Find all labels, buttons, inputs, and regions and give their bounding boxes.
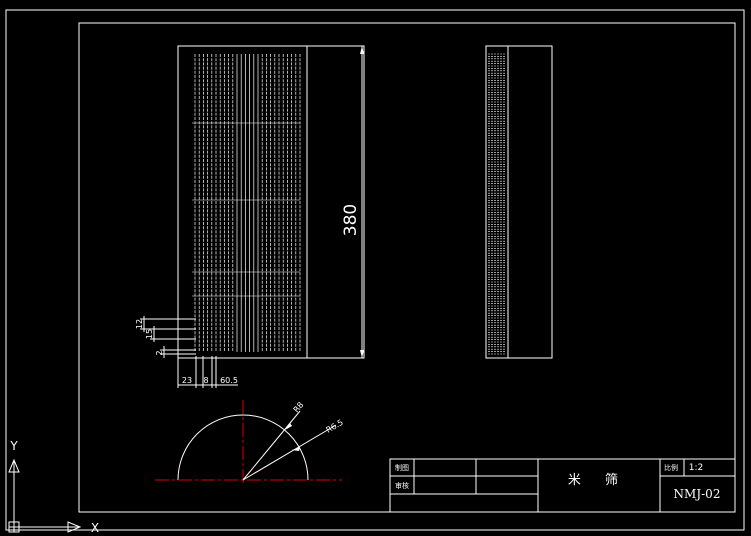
dimension-arrow-bottom: [360, 350, 364, 358]
dim-left-label-3: 2: [155, 350, 164, 355]
ucs-x-arrow: [67, 521, 82, 533]
scale-value: 1:2: [689, 463, 703, 473]
radius-leader-1: [242, 410, 301, 481]
side-view-outline: [485, 45, 553, 359]
radius-arrow-1: [285, 423, 292, 430]
outer-sheet-border: [5, 9, 745, 531]
label-checked: 审核: [395, 481, 409, 490]
front-view-slots: [192, 54, 301, 352]
front-view: 380 12 15 2 23 8 60.5: [135, 45, 365, 388]
dim-bottom-label-2: 8: [203, 376, 208, 385]
ucs-icon: Y X: [8, 439, 99, 535]
scale-label: 比例: [664, 463, 678, 472]
title-block-outline: [389, 458, 736, 513]
drawing-number: NMJ-02: [674, 487, 721, 501]
title-block: 制图 审核 米 筛 比例 1:2 NMJ-02: [389, 458, 736, 513]
radius-arrow-2: [292, 447, 300, 451]
radius-label-2: R6.5: [325, 418, 345, 435]
dim-bottom-label-1: 23: [182, 376, 192, 385]
dimension-height-label: 380: [341, 204, 361, 236]
radius-leader-2: [242, 424, 337, 481]
part-name: 米 筛: [568, 473, 628, 488]
ucs-x-label: X: [91, 521, 99, 535]
side-view-slots: [488, 53, 506, 355]
section-view: R8 R6.5: [155, 400, 345, 484]
front-view-outline: [177, 45, 365, 359]
label-drawn: 制图: [395, 463, 409, 472]
dim-bottom-label-3: 60.5: [220, 376, 238, 385]
dimension-arrow-top: [360, 46, 364, 54]
dim-left-label-2: 15: [145, 329, 154, 339]
section-arc: [177, 414, 309, 481]
dim-left-label-1: 12: [135, 319, 144, 329]
ucs-y-label: Y: [9, 439, 18, 453]
radius-label-1: R8: [292, 400, 306, 414]
inner-drawing-frame: [78, 22, 736, 513]
side-view: [485, 45, 553, 359]
ucs-y-arrow: [8, 458, 20, 473]
